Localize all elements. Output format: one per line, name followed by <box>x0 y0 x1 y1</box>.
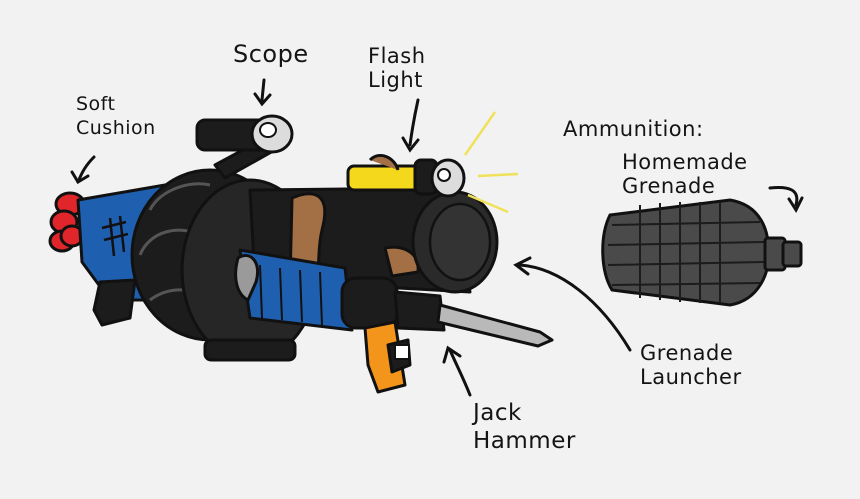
label-homemade-grenade: Homemade Grenade <box>622 150 748 198</box>
arrow-grenade-launcher <box>518 263 632 352</box>
arrow-soft-cushion <box>76 155 96 184</box>
arrow-jack-hammer <box>448 348 472 397</box>
jack-hammer-head <box>393 290 446 332</box>
arrow-flash-light <box>408 98 420 147</box>
scope <box>195 114 294 180</box>
arrows <box>70 78 804 397</box>
stock-leg <box>92 278 137 327</box>
label-grenade-launcher: Grenade Launcher <box>640 341 742 389</box>
label-soft-cushion: Soft Cushion <box>76 93 156 139</box>
label-flash-light: Flash Light <box>368 44 426 92</box>
label-scope: Scope <box>233 40 309 68</box>
flash-rays <box>463 111 519 214</box>
flash-light <box>346 154 466 198</box>
grenade-launcher-drawing <box>48 111 554 394</box>
label-ammunition: Ammunition: <box>563 117 704 141</box>
jack-hammer-bit <box>436 303 554 348</box>
homemade-grenade-drawing <box>601 198 803 307</box>
grip <box>363 320 407 394</box>
arrow-homemade-grenade <box>768 186 799 207</box>
arrow-scope <box>260 78 266 102</box>
label-jack-hammer: Jack Hammer <box>473 400 576 454</box>
